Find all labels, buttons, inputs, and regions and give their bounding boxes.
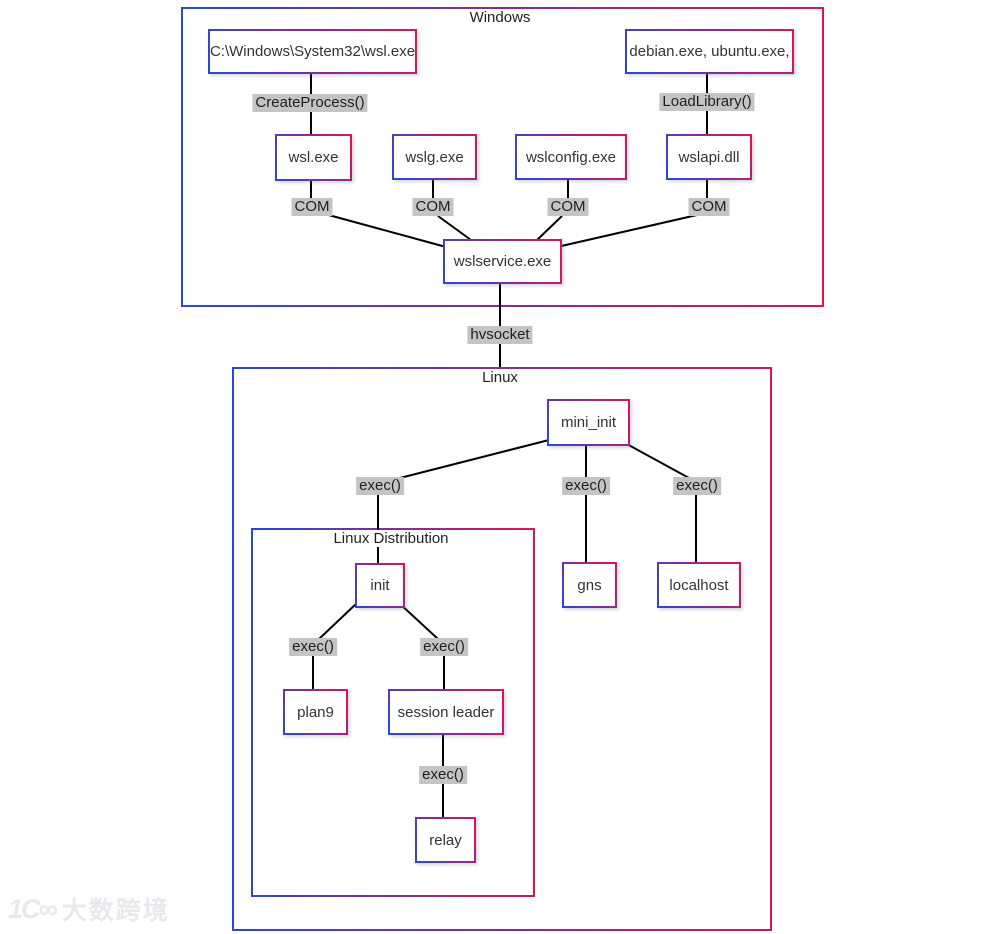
edge-label-exec-1: exec() [356,477,404,495]
node-localhost: localhost [657,562,741,608]
watermark-logo-icon: 1C∞ [8,893,58,924]
edge-label-exec-3: exec() [673,477,721,495]
node-wslg-exe: wslg.exe [392,134,477,180]
node-plan9: plan9 [283,689,348,735]
node-relay: relay [415,817,476,863]
node-wslservice-exe: wslservice.exe [443,239,562,284]
edge-label-com-3: COM [547,198,589,216]
node-init: init [355,563,405,608]
node-wsl-exe: wsl.exe [275,134,352,181]
watermark: 1C∞ 大数跨境 [8,891,170,927]
node-installers: debian.exe, ubuntu.exe, [625,29,794,74]
node-mini-init: mini_init [547,399,630,446]
edge-label-com-1: COM [291,198,333,216]
windows-title: Windows [466,9,534,26]
edge-label-exec-6: exec() [419,766,467,784]
watermark-text: 大数跨境 [61,897,170,925]
node-gns: gns [562,562,617,608]
edge-label-com-2: COM [412,198,454,216]
edge-label-exec-5: exec() [420,638,468,656]
node-wslconfig-exe: wslconfig.exe [515,134,627,180]
node-wsl-path: C:\Windows\System32\wsl.exe [208,29,417,74]
edge-label-createprocess: CreateProcess() [252,94,368,112]
node-wslapi-dll: wslapi.dll [666,134,752,180]
edge-label-com-4: COM [688,198,730,216]
linux-distribution-title: Linux Distribution [330,530,452,547]
edge-label-hvsocket: hvsocket [467,326,533,344]
node-session-leader: session leader [388,689,504,735]
edge-label-exec-4: exec() [289,638,337,656]
edge-label-exec-2: exec() [562,477,610,495]
linux-title: Linux [479,369,521,386]
edge-label-loadlibrary: LoadLibrary() [659,93,755,111]
